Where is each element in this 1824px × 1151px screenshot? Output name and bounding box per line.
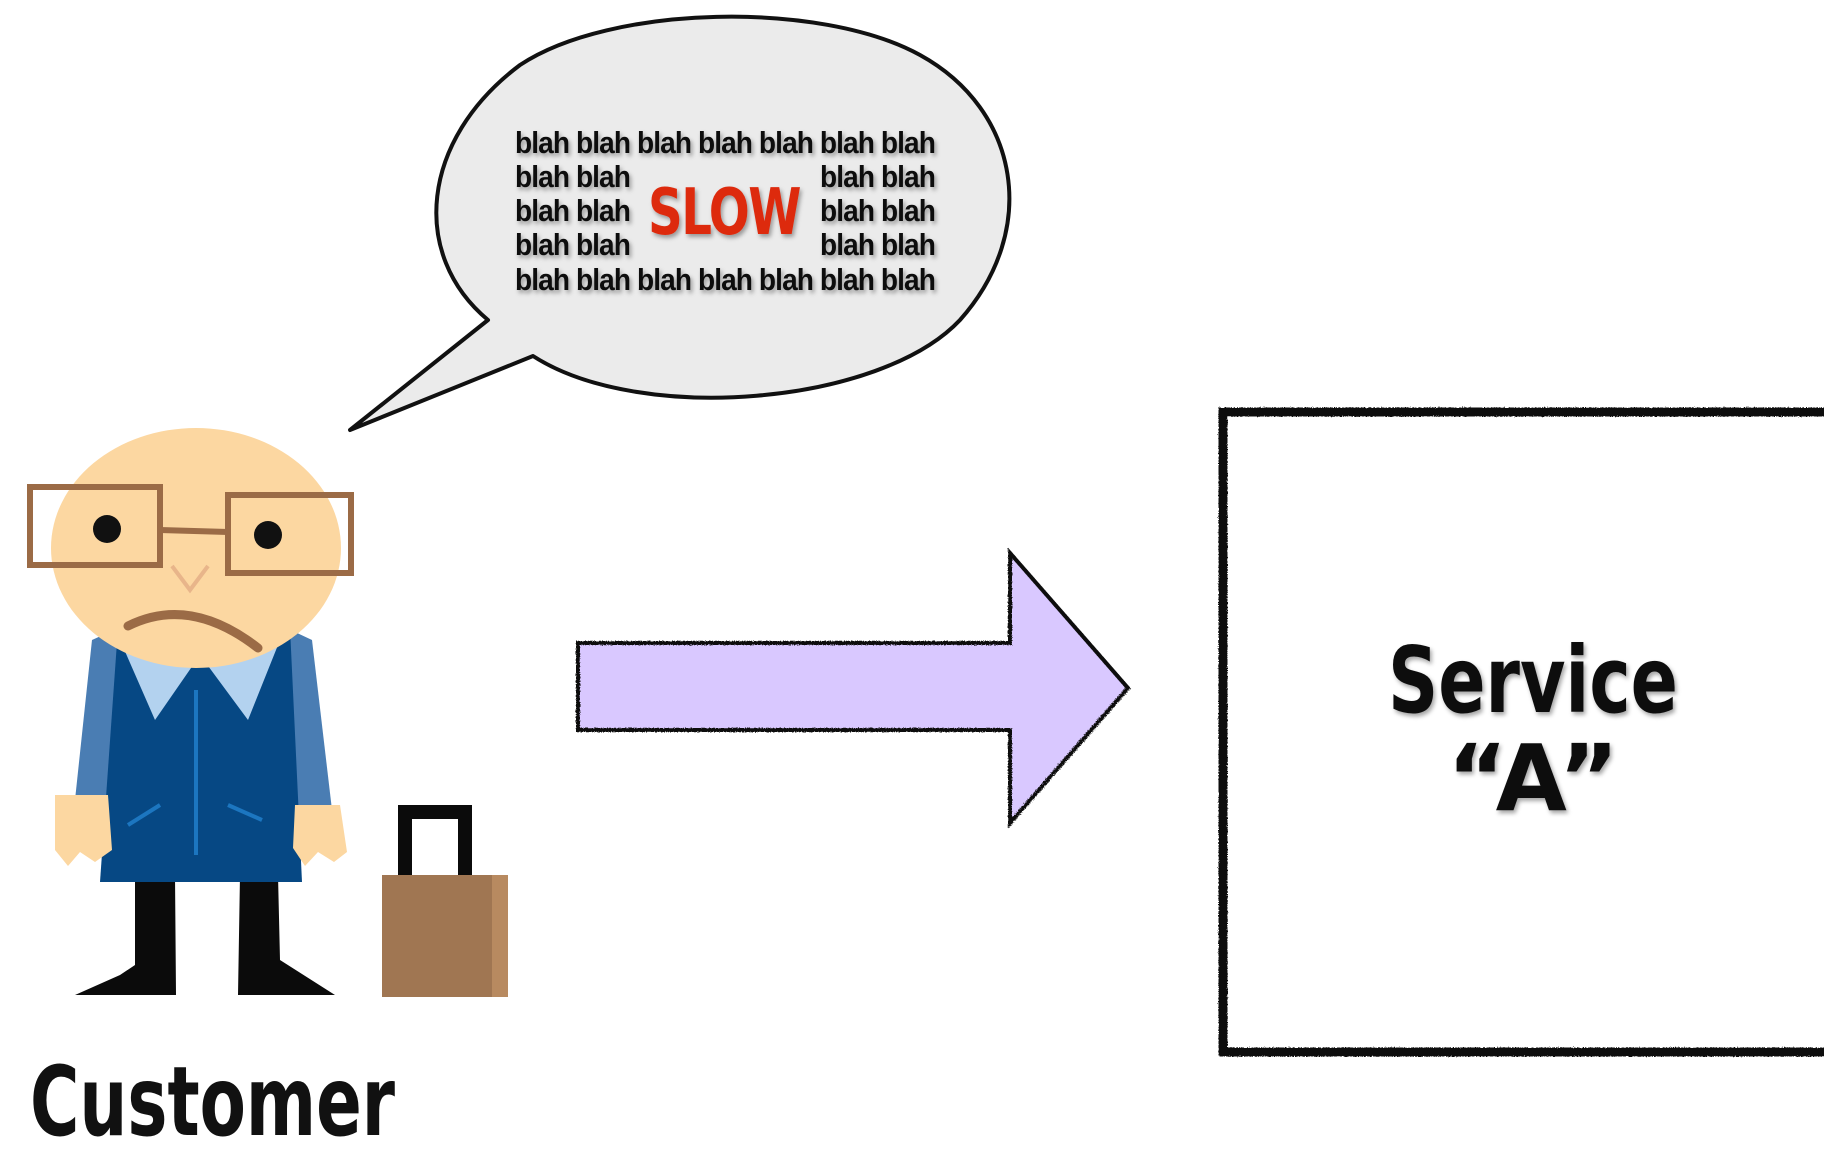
glasses	[27, 484, 354, 576]
blah-row-4-right: blah blah	[820, 227, 935, 262]
frown	[123, 610, 263, 653]
suitcase-side	[492, 875, 508, 997]
right-pocket	[227, 803, 263, 822]
left-hand	[55, 795, 112, 866]
glasses-right-lens	[225, 492, 354, 576]
left-pocket	[126, 803, 162, 827]
service-label: Service “A”	[1388, 627, 1678, 832]
head	[51, 428, 341, 668]
customer-label: Customer	[30, 1046, 395, 1151]
slow-label: SLOW	[648, 176, 800, 250]
service-box-frame	[1218, 407, 1824, 1057]
suitcase-handle	[398, 805, 472, 878]
right-hand	[293, 805, 347, 866]
blah-row-4-left: blah blah	[515, 227, 630, 262]
arrow-right	[576, 547, 1131, 829]
glasses-left-lens	[27, 484, 163, 568]
right-eye	[254, 521, 282, 549]
service-label-line2: “A”	[1447, 725, 1619, 832]
nose	[170, 564, 210, 594]
left-leg	[75, 875, 176, 995]
glasses-bridge	[159, 527, 229, 535]
blah-row-3-right: blah blah	[820, 193, 935, 228]
blah-row-5: blah blah blah blah blah blah blah	[515, 262, 935, 297]
service-box: Service “A”	[1218, 407, 1824, 1057]
blah-row-1: blah blah blah blah blah blah blah	[515, 125, 935, 160]
blah-row-2-left: blah blah	[515, 159, 630, 194]
speech-bubble: blah blah blah blah blah blah blah blah …	[348, 14, 1012, 432]
speech-bubble-text: blah blah blah blah blah blah blah blah …	[515, 125, 936, 297]
suitcase-body	[382, 875, 508, 997]
suitcase-icon	[382, 805, 508, 997]
service-label-line1: Service	[1388, 627, 1678, 734]
blah-row-3-left: blah blah	[515, 193, 630, 228]
right-leg	[238, 875, 335, 995]
sad-old-man-icon	[27, 428, 354, 995]
blah-row-2-right: blah blah	[820, 159, 935, 194]
speech-bubble-shape	[348, 14, 1012, 432]
left-eye	[93, 515, 121, 543]
